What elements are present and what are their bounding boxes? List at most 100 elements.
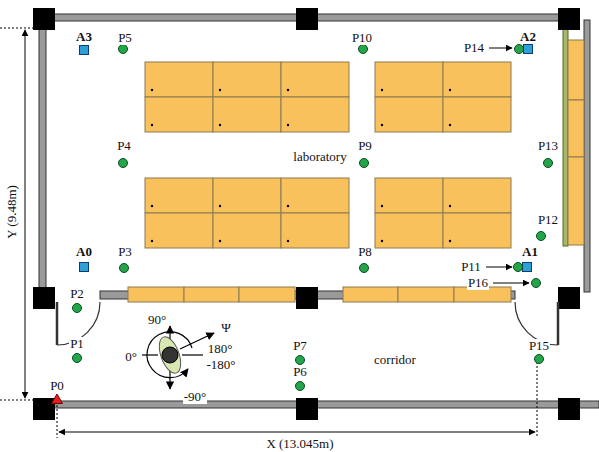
point-marker: [535, 355, 544, 364]
dimension-label: Y (9.48m): [5, 184, 19, 240]
point-label: P10: [351, 31, 373, 45]
point-label: P4: [116, 139, 132, 153]
desk: [145, 213, 213, 248]
desk: [213, 97, 281, 132]
anchor-marker: [524, 45, 533, 54]
orientation-figure: [142, 326, 214, 389]
desk-dot: [449, 124, 451, 126]
desk: [213, 178, 281, 213]
pillar: [33, 8, 580, 420]
anchor-marker: [523, 263, 532, 272]
bench: [128, 287, 511, 302]
point-marker: [359, 45, 368, 54]
point-marker: [537, 232, 546, 241]
point-label: A3: [75, 30, 93, 44]
point-marker: [515, 45, 524, 54]
point-marker: [120, 264, 129, 273]
point-label: P12: [537, 213, 559, 227]
point-label: P16: [467, 276, 489, 290]
desk: [375, 213, 443, 248]
point-label: P2: [69, 287, 85, 301]
dimension-line: [0, 28, 537, 438]
desk: [145, 62, 213, 97]
desk: [213, 62, 281, 97]
desk: [281, 97, 349, 132]
point-label: P8: [357, 245, 373, 259]
point-label: P15: [528, 339, 550, 353]
desk: [443, 97, 511, 132]
point-marker: [360, 264, 369, 273]
desk: [375, 62, 443, 97]
angle-label: -180°: [205, 358, 236, 372]
desk-dot: [287, 205, 289, 207]
desk-dot: [219, 205, 221, 207]
desk-dot: [381, 124, 383, 126]
desk-dot: [151, 89, 153, 91]
side-bar: [563, 28, 568, 246]
desk: [443, 213, 511, 248]
wall: [39, 14, 599, 408]
angle-label: 90°: [147, 313, 167, 327]
angle-label: 0°: [124, 350, 138, 364]
desk-dot: [287, 124, 289, 126]
desk: [443, 178, 511, 213]
point-label: P9: [357, 139, 373, 153]
point-label: P3: [117, 245, 133, 259]
point-marker: [119, 45, 128, 54]
desk-dot: [381, 205, 383, 207]
anchor-marker: [80, 263, 89, 272]
desks: [145, 62, 511, 248]
desk: [145, 178, 213, 213]
desk-dot: [151, 205, 153, 207]
angle-label: 180°: [207, 342, 234, 356]
desk: [375, 97, 443, 132]
point-marker: [544, 159, 553, 168]
point-label: P7: [292, 339, 308, 353]
desk-dot: [381, 240, 383, 242]
desk: [281, 62, 349, 97]
angle-label: -90°: [183, 390, 208, 404]
point-marker: [73, 304, 82, 313]
anchor-marker: [80, 46, 89, 55]
desk-dot: [287, 89, 289, 91]
point-label: P6: [292, 365, 308, 379]
room-label: laboratory: [292, 150, 347, 164]
desk-dot: [219, 124, 221, 126]
desk: [145, 97, 213, 132]
point-label: P5: [117, 31, 133, 45]
desk: [213, 213, 281, 248]
desk-dot: [151, 240, 153, 242]
point-label: A2: [519, 30, 537, 44]
point-marker: [296, 356, 305, 365]
point-label: P11: [460, 260, 482, 274]
point-label: P14: [463, 41, 485, 55]
desk-dot: [151, 124, 153, 126]
desk-dot: [449, 240, 451, 242]
point-marker: [360, 159, 369, 168]
desk-dot: [219, 89, 221, 91]
point-marker: [514, 263, 523, 272]
cabinet: [568, 40, 584, 245]
room-label: corridor: [373, 353, 417, 367]
point-label: A0: [75, 245, 93, 259]
point-marker: [119, 159, 128, 168]
desk-dot: [219, 240, 221, 242]
point-label: A1: [521, 245, 539, 259]
angle-label: Ψ: [220, 321, 232, 335]
dimension-label: X (13.045m): [265, 437, 334, 451]
point-label: P1: [69, 337, 85, 351]
point-marker: [296, 382, 305, 391]
desk-dot: [449, 89, 451, 91]
desk-dot: [381, 89, 383, 91]
point-marker: [532, 279, 541, 288]
desk: [443, 62, 511, 97]
point-label: P13: [537, 139, 559, 153]
point-label: P0: [49, 379, 65, 393]
origin-marker: [52, 394, 63, 404]
desk: [281, 178, 349, 213]
desk: [281, 213, 349, 248]
point-marker: [73, 354, 82, 363]
desk-dot: [287, 240, 289, 242]
desk: [375, 178, 443, 213]
desk-dot: [449, 205, 451, 207]
